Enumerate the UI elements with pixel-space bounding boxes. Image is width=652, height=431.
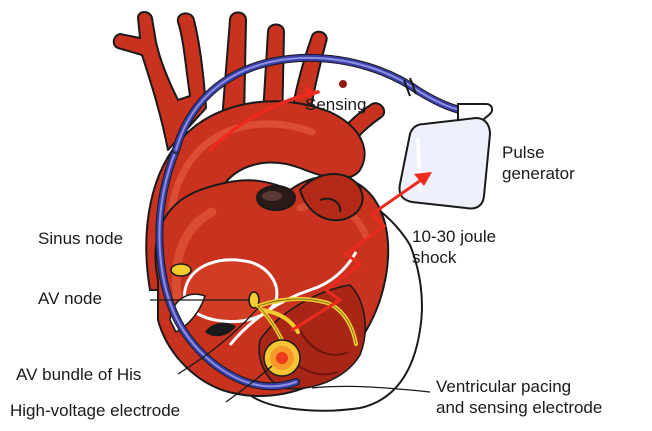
label-shock-line1: 10-30 joule [412, 226, 496, 247]
label-ventricular-electrode-line1: Ventricular pacing [436, 376, 602, 397]
pulse-generator-device-icon [400, 104, 493, 209]
label-av-node: AV node [38, 288, 102, 309]
label-shock-line2: shock [412, 247, 496, 268]
label-av-bundle: AV bundle of His [16, 364, 141, 385]
sensing-dot [339, 80, 347, 88]
label-shock: 10-30 joule shock [412, 226, 496, 268]
label-ventricular-electrode: Ventricular pacing and sensing electrode [436, 376, 602, 418]
label-pulse-generator-line1: Pulse [502, 142, 575, 163]
high-voltage-electrode-icon [264, 340, 300, 376]
label-sinus-node: Sinus node [38, 228, 123, 249]
label-pulse-generator: Pulse generator [502, 142, 575, 184]
label-ventricular-electrode-line2: and sensing electrode [436, 397, 602, 418]
sinus-node-marker [171, 264, 191, 276]
label-sensing: Sensing [305, 94, 366, 115]
label-pulse-generator-line2: generator [502, 163, 575, 184]
label-high-voltage-electrode: High-voltage electrode [10, 400, 180, 421]
